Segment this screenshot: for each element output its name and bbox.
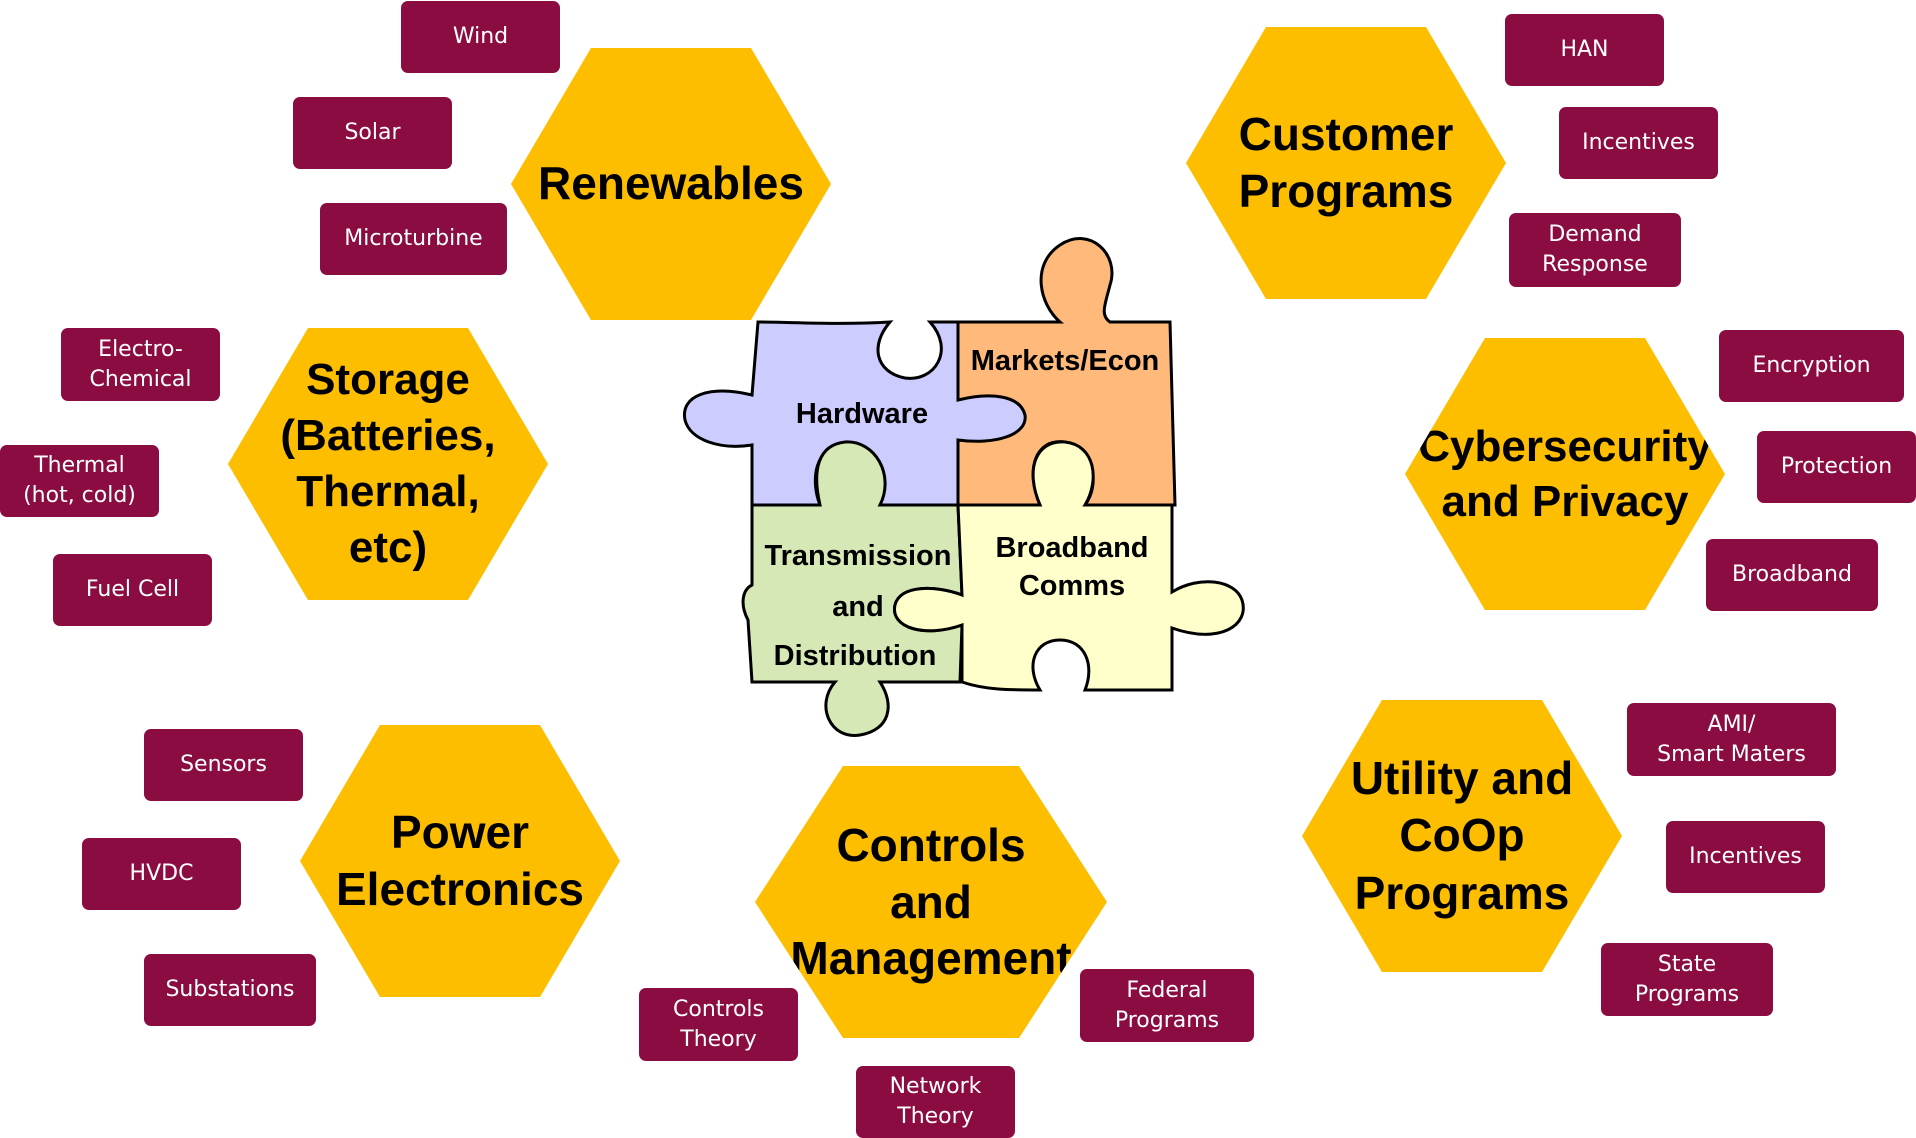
broadband-label-line1: Broadband <box>995 532 1148 564</box>
tag-microturbine: Microturbine <box>320 203 507 275</box>
tag-broadband: Broadband <box>1706 539 1878 611</box>
transmission-label-line3: Distribution <box>774 640 937 672</box>
hex-power-electronics-label: Power Electronics <box>336 805 584 916</box>
tag-han: HAN <box>1505 14 1664 86</box>
tag-electro-chemical: Electro- Chemical <box>61 328 220 401</box>
hex-storage: Storage (Batteries, Thermal, etc) <box>228 328 548 600</box>
tag-hvdc: HVDC <box>82 838 241 910</box>
tag-incentives-customer: Incentives <box>1559 107 1718 179</box>
hex-controls-label: Controls and Management <box>790 819 1072 985</box>
tag-incentives-utility: Incentives <box>1666 821 1825 893</box>
hex-utility: Utility and CoOp Programs <box>1302 700 1622 972</box>
tag-wind: Wind <box>401 1 560 73</box>
hex-customer-programs-label: Customer Programs <box>1238 107 1454 218</box>
tag-protection: Protection <box>1757 431 1916 503</box>
tag-controls-theory: Controls Theory <box>639 988 798 1061</box>
tag-fuel-cell: Fuel Cell <box>53 554 212 626</box>
tag-federal-programs: Federal Programs <box>1080 969 1254 1042</box>
tag-thermal: Thermal (hot, cold) <box>0 445 159 517</box>
transmission-label-line1: Transmission <box>765 540 952 572</box>
broadband-puzzle-piece <box>893 440 1245 692</box>
hex-storage-label: Storage (Batteries, Thermal, etc) <box>280 355 496 572</box>
tag-sensors: Sensors <box>144 729 303 801</box>
tag-state-programs: State Programs <box>1601 943 1773 1016</box>
broadband-label-line2: Comms <box>1019 570 1125 602</box>
tag-demand-response: Demand Response <box>1509 213 1681 287</box>
hex-utility-label: Utility and CoOp Programs <box>1350 751 1574 919</box>
hex-customer-programs: Customer Programs <box>1186 27 1506 299</box>
hex-renewables-label: Renewables <box>538 157 804 210</box>
tag-substations: Substations <box>144 954 316 1026</box>
hex-cybersecurity: Cybersecurity and Privacy <box>1405 338 1725 610</box>
hardware-puzzle-piece <box>682 320 1027 507</box>
tag-solar: Solar <box>293 97 452 169</box>
hex-cybersecurity-label: Cybersecurity and Privacy <box>1418 422 1712 526</box>
tag-ami: AMI/ Smart Maters <box>1627 703 1836 776</box>
markets-label: Markets/Econ <box>971 345 1160 377</box>
hardware-label: Hardware <box>796 398 928 430</box>
transmission-label-line2: and <box>832 591 884 623</box>
tag-network-theory: Network Theory <box>856 1066 1015 1138</box>
tag-encryption: Encryption <box>1719 330 1904 402</box>
